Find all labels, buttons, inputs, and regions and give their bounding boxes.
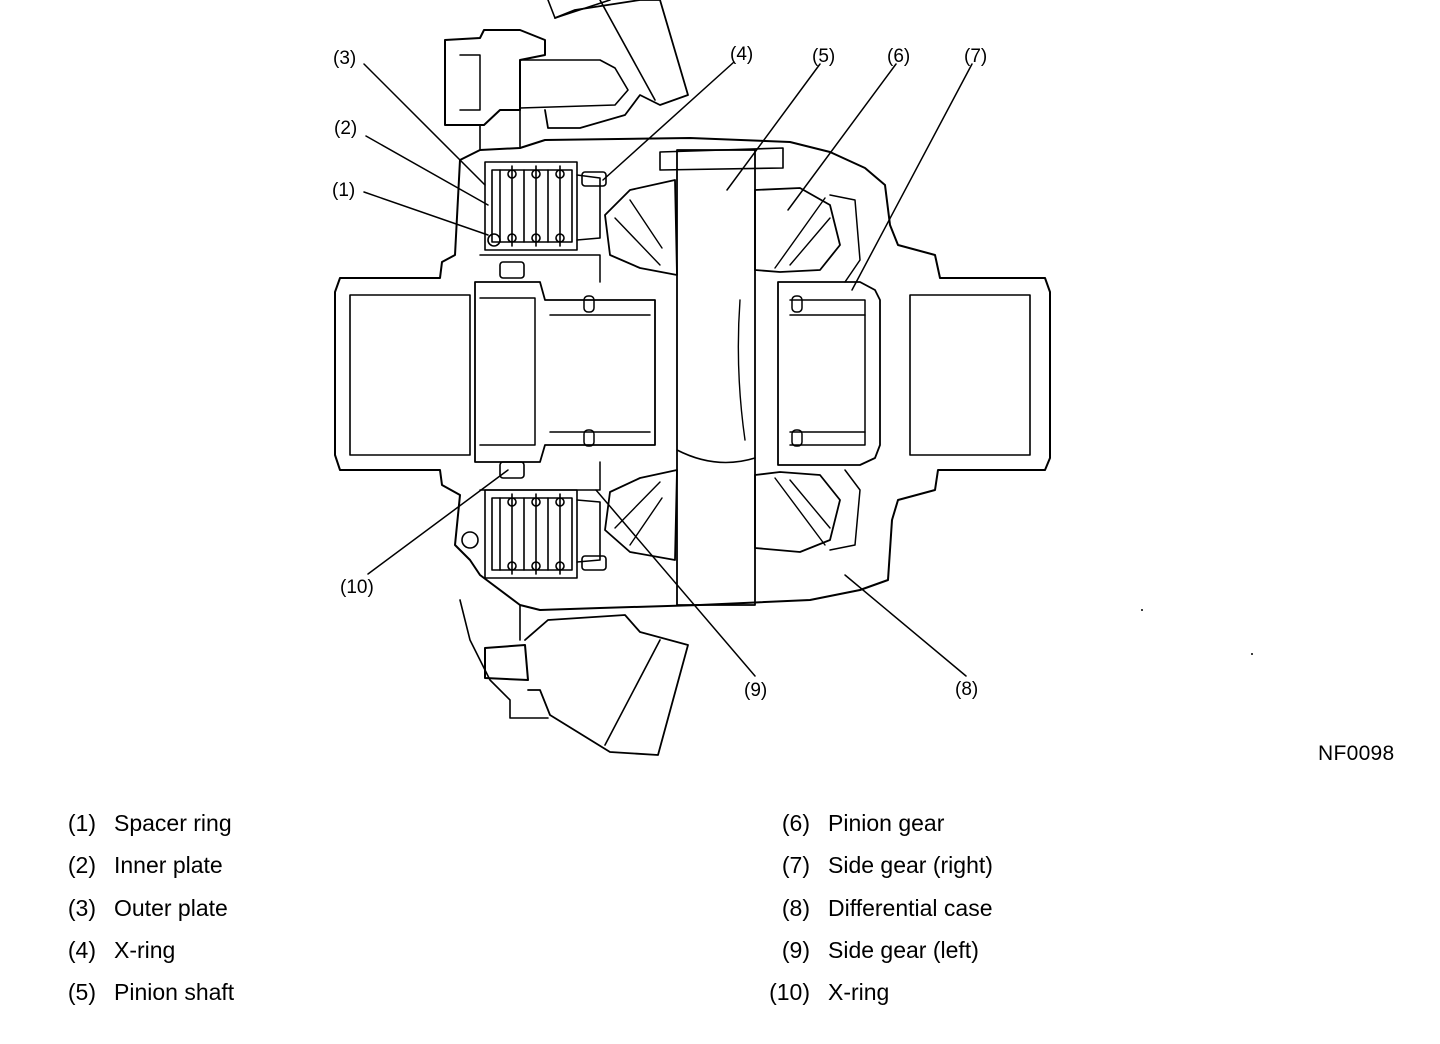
legend-label: Outer plate xyxy=(114,894,228,921)
legend-number: (1) xyxy=(67,810,96,836)
clutch-pack-bottom xyxy=(461,489,601,579)
left-side-gear xyxy=(474,281,656,463)
legend-number: (5) xyxy=(67,979,96,1006)
legend-item: (8) Differential case xyxy=(740,893,1340,935)
callout-7: (7) xyxy=(964,46,987,67)
legend-number: (6) xyxy=(781,810,810,836)
pinion-gear-top-left xyxy=(604,179,678,276)
legend-label: Differential case xyxy=(828,894,993,921)
pinion-gear-top-right xyxy=(754,187,841,273)
parts-legend-right: (6) Pinion gear (7) Side gear (right) (8… xyxy=(740,808,1340,1019)
legend-number: (3) xyxy=(67,894,96,921)
callout-labels: (1) (2) (3) (4) (5) (6) (7) (8) (9) (10) xyxy=(332,44,987,701)
x-ring-top-left xyxy=(499,261,525,279)
legend-number: (7) xyxy=(781,852,810,879)
callout-5: (5) xyxy=(812,46,835,67)
pinion-gear-bottom-right xyxy=(754,471,841,553)
legend-label: Inner plate xyxy=(114,852,223,879)
mounting-bolt-bottom xyxy=(484,644,529,681)
legend-number: (9) xyxy=(781,936,810,963)
figure-code: NF0098 xyxy=(1318,742,1395,765)
callout-3: (3) xyxy=(333,48,356,69)
legend-label: X-ring xyxy=(828,979,890,1006)
legend-item: (9) Side gear (left) xyxy=(740,935,1340,977)
legend-label: Side gear (left) xyxy=(828,936,979,963)
legend-number: (10) xyxy=(769,979,810,1006)
callout-9: (9) xyxy=(744,680,767,701)
pinion-shaft xyxy=(659,147,784,606)
x-ring-top xyxy=(581,171,607,187)
callout-10: (10) xyxy=(340,577,374,598)
legend-label: X-ring xyxy=(114,936,176,963)
mounting-bolt-top xyxy=(444,29,546,126)
x-ring-bottom xyxy=(499,461,525,479)
legend-number: (8) xyxy=(781,894,810,921)
legend-item: (2) Inner plate xyxy=(26,850,626,892)
pinion-gear-bottom-left xyxy=(604,469,678,561)
legend-item: (5) Pinion shaft xyxy=(26,977,626,1019)
callout-1: (1) xyxy=(332,180,355,201)
legend-item: (10) X-ring xyxy=(740,977,1340,1019)
clutch-pack-top xyxy=(484,161,601,251)
legend-label: Pinion gear xyxy=(828,810,945,836)
callout-4: (4) xyxy=(730,44,753,65)
legend-item: (7) Side gear (right) xyxy=(740,850,1340,892)
legend-label: Spacer ring xyxy=(114,810,232,836)
legend-number: (2) xyxy=(67,852,96,879)
leader-lines xyxy=(363,61,973,677)
differential-case-outline xyxy=(334,137,1051,611)
callout-8: (8) xyxy=(955,679,978,700)
right-side-gear xyxy=(777,281,881,466)
legend-label: Side gear (right) xyxy=(828,852,993,879)
legend-item: (6) Pinion gear xyxy=(740,808,1340,850)
differential-cross-section-diagram: (1) (2) (3) (4) (5) (6) (7) (8) (9) (10) xyxy=(332,0,1253,756)
legend-label: Pinion shaft xyxy=(114,979,235,1006)
callout-6: (6) xyxy=(887,46,910,67)
parts-legend-left: (1) Spacer ring (2) Inner plate (3) Oute… xyxy=(26,808,626,1019)
callout-2: (2) xyxy=(334,118,357,139)
legend-item: (3) Outer plate xyxy=(26,893,626,935)
legend-item: (1) Spacer ring xyxy=(26,808,626,850)
legend-item: (4) X-ring xyxy=(26,935,626,977)
legend-number: (4) xyxy=(67,936,96,963)
x-ring-bottom-right xyxy=(581,555,607,571)
